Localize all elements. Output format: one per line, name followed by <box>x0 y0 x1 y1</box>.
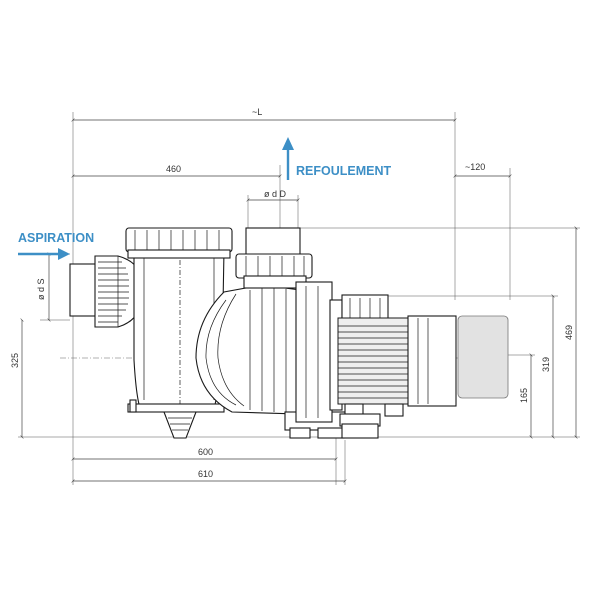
aspiration-label: ASPIRATION <box>18 231 94 245</box>
dim-325: 325 <box>10 353 20 368</box>
dim-469: 469 <box>564 325 574 340</box>
suction-inlet <box>69 255 147 328</box>
dim-discharge-diameter: ø d D <box>264 189 287 199</box>
electric-motor <box>337 294 509 439</box>
suction-arrow <box>18 248 70 260</box>
dim-610: 610 <box>198 469 213 479</box>
dim-165: 165 <box>519 388 529 403</box>
discharge-outlet <box>235 227 313 289</box>
dim-600: 600 <box>198 447 213 457</box>
dim-120: ~120 <box>465 162 485 172</box>
dim-suction-diameter: ø d S <box>36 278 46 300</box>
dimension-lines <box>20 118 578 483</box>
dim-319: 319 <box>541 357 551 372</box>
dim-460: 460 <box>166 164 181 174</box>
motor-bracket <box>295 281 343 423</box>
dim-overall-length: ~L <box>252 107 262 117</box>
discharge-arrow <box>282 137 294 180</box>
refoulement-label: REFOULEMENT <box>296 164 392 178</box>
